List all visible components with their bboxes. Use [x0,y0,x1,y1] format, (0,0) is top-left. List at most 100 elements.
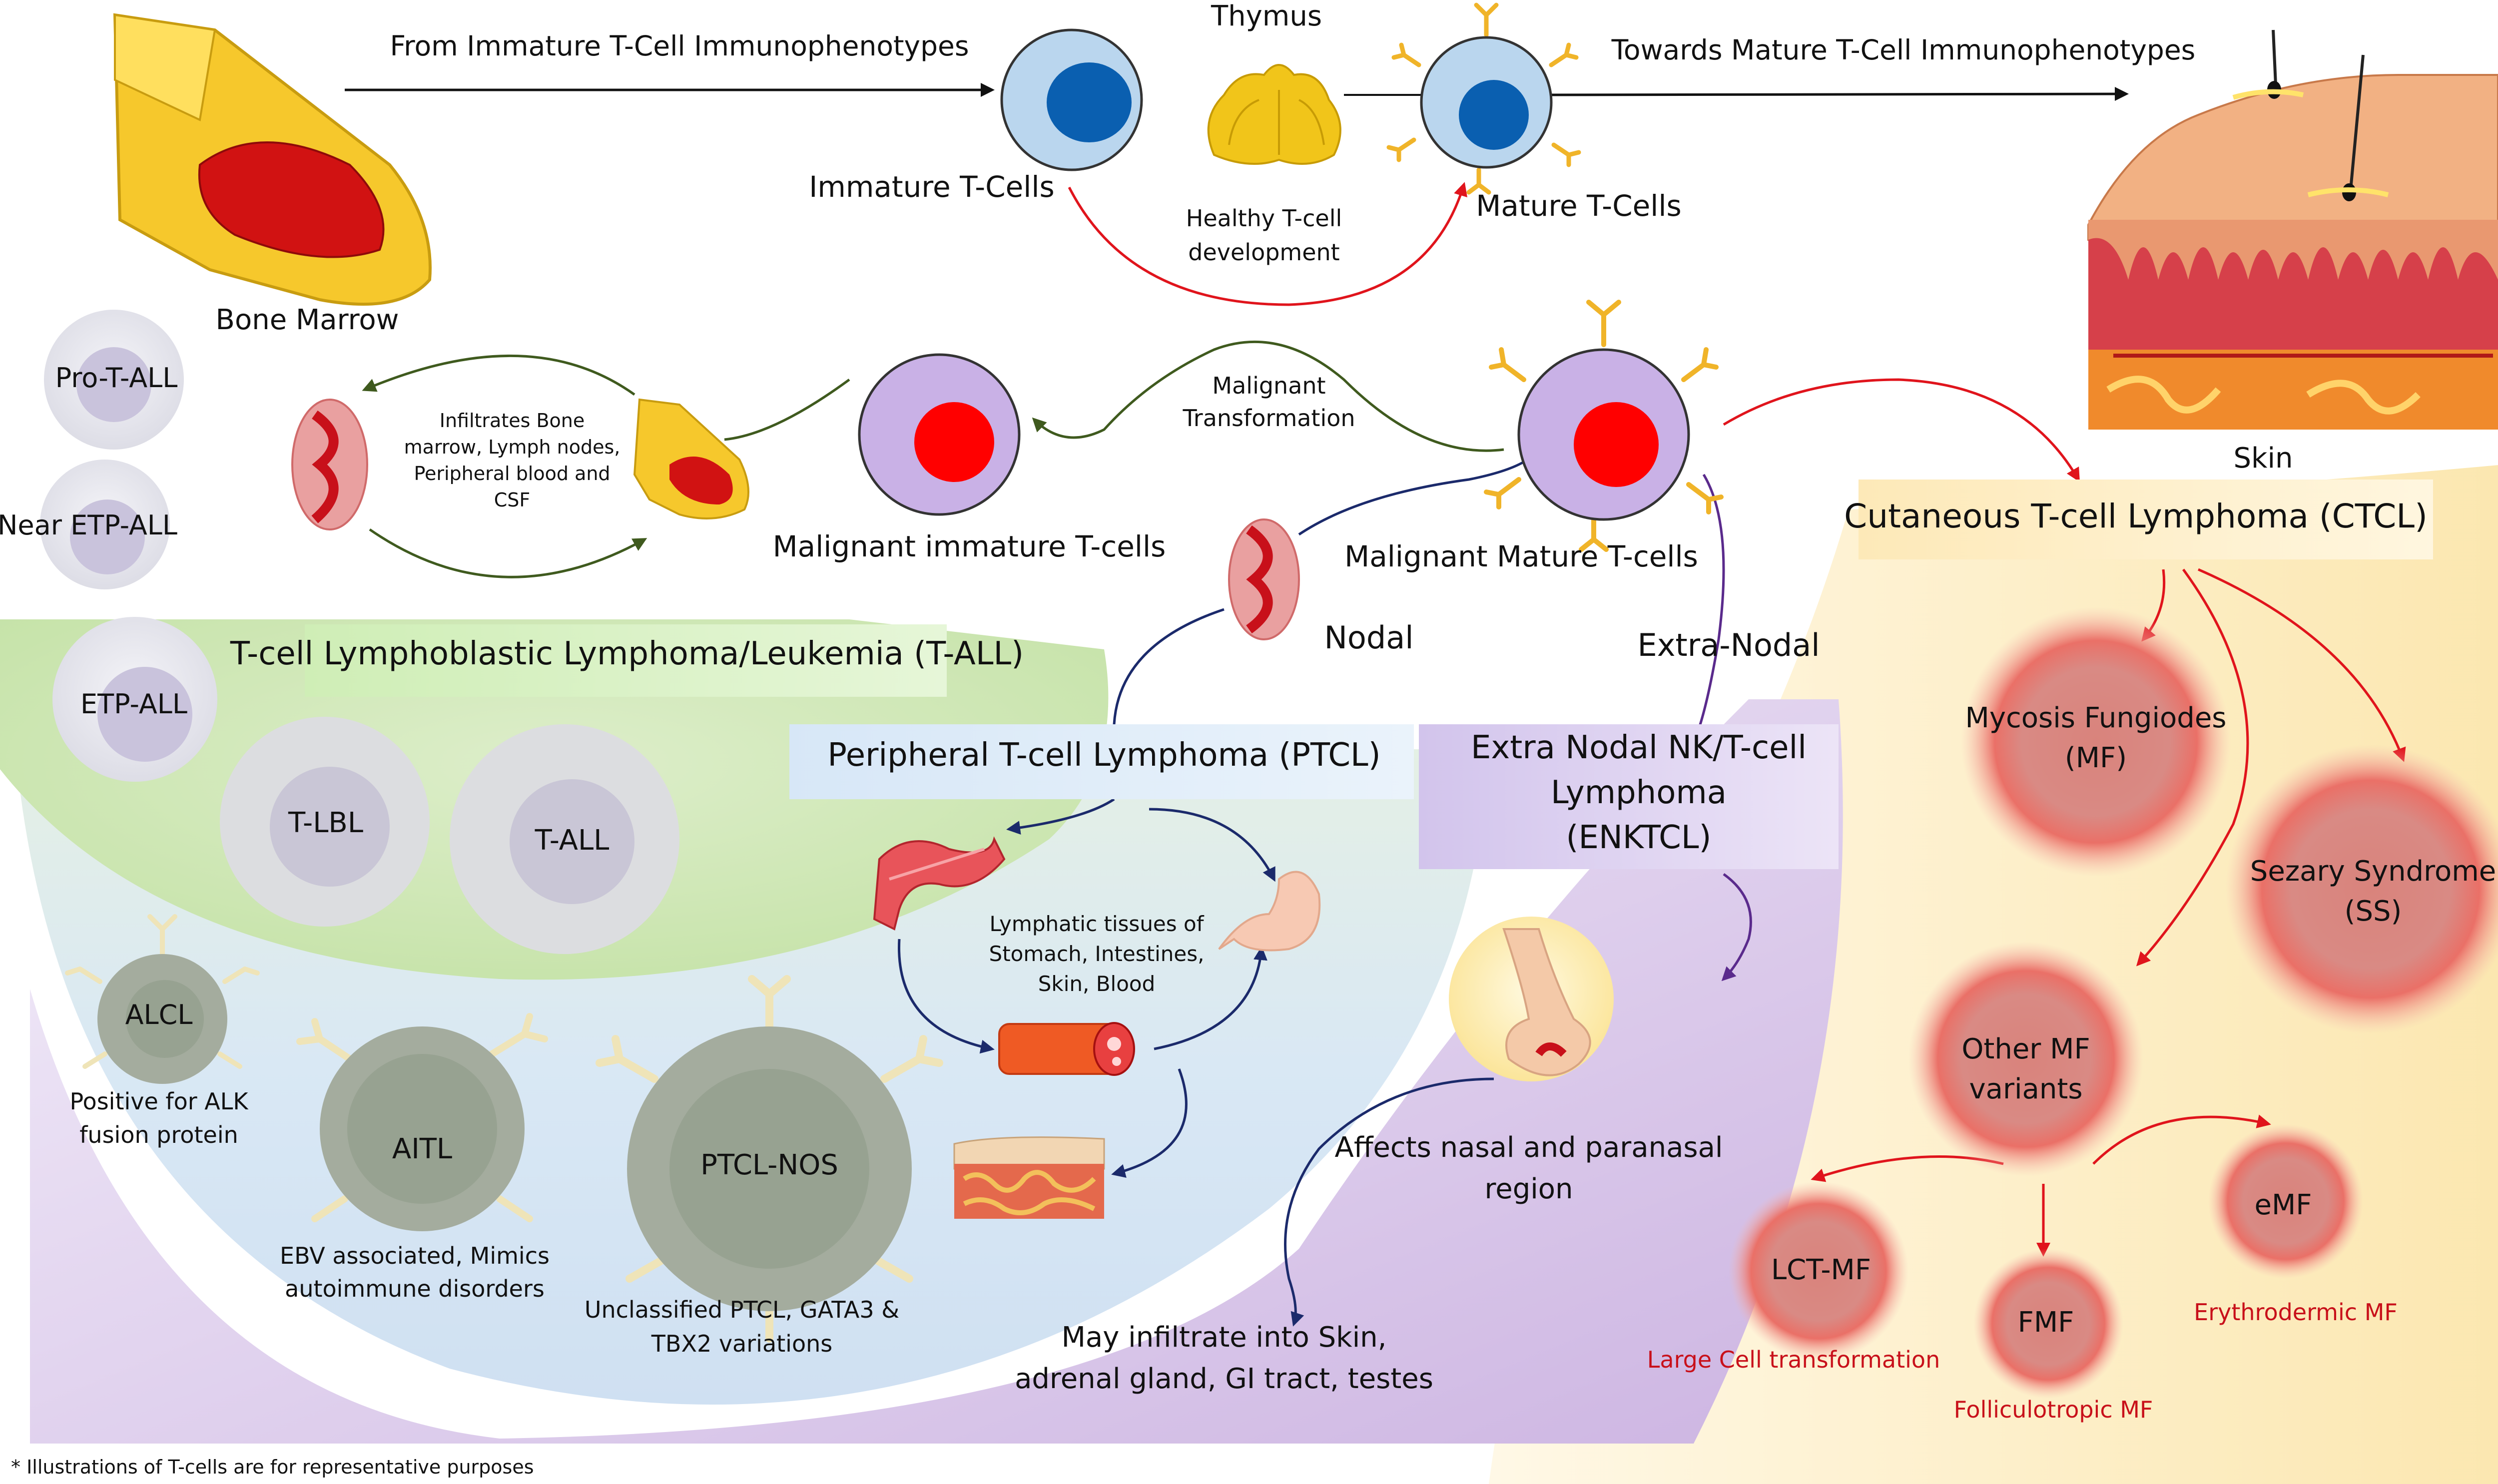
arrow-nodal-to-ptcl [1113,608,1225,725]
label-skin: Skin [2233,442,2293,475]
arrow-malignant-transformation [1032,340,1504,452]
mature-tcell-illustration [1386,2,1581,195]
lymph-node-left-illustration [291,399,368,530]
cell-pro-t-all [44,310,184,450]
label-from-immature: From Immature T-Cell Immunophenotypes [390,30,969,62]
arrow-ctcl-to-ss [2197,568,2406,762]
label-emf: eMF [2254,1189,2312,1221]
label-immature-tcells: Immature T-Cells [809,170,1055,204]
blob-fmf [1973,1249,2123,1399]
label-pro-t-all: Pro-T-ALL [55,362,178,394]
label-lct-note: Large Cell transformation [1647,1346,1940,1373]
arrow-enktcl-to-nose [1721,873,1752,982]
arrow-blood-to-skin [1111,1068,1188,1178]
blob-other [1908,942,2143,1176]
label-lymphatic-2: Stomach, Intestines, [989,942,1205,966]
label-lct: LCT-MF [1771,1254,1872,1286]
label-alcl-note-2: fusion protein [79,1121,238,1148]
arrow-nose-to-infiltrate [1284,1077,1494,1327]
label-lymphatic-3: Skin, Blood [1038,972,1156,996]
enktcl-title-2: Lymphoma [1551,774,1727,811]
label-other-2: variants [1969,1073,2083,1105]
enktcl-title-1: Extra Nodal NK/T-cell [1470,729,1807,766]
arrow-healthy-development [1068,182,1467,306]
arrow-infiltrate-bottom [369,528,647,578]
blob-mf [1961,607,2231,877]
cell-alcl [65,914,260,1084]
blob-ss [2226,744,2498,1034]
label-infiltrates-4: CSF [494,489,531,511]
cell-t-lbl [220,717,430,927]
label-alcl-note-1: Positive for ALK [69,1088,248,1115]
malignant-immature-cell-illustration [858,353,1021,516]
footnote: * Illustrations of T-cells are for repre… [11,1456,534,1478]
lymph-node-nodal-illustration [1228,518,1300,640]
ptcl-title: Peripheral T-cell Lymphoma (PTCL) [827,737,1381,774]
bone-marrow-illustration [113,13,432,306]
label-ptcl-nos-note-2: TBX2 variations [651,1330,833,1357]
arrow-ctcl-to-other [2136,568,2249,967]
bone-marrow-small-illustration [633,398,749,519]
label-fmf-note: Folliculotropic MF [1953,1396,2153,1423]
label-aitl-note-1: EBV associated, Mimics [280,1242,550,1269]
label-aitl: AITL [392,1133,453,1165]
label-infiltrates-3: Peripheral blood and [414,463,611,485]
label-infiltrates-1: Infiltrates Bone [439,410,585,432]
label-ss-2: (SS) [2344,895,2402,928]
blob-emf [2208,1124,2363,1279]
skin-illustration [2087,29,2498,430]
label-affects-1: Affects nasal and paranasal [1334,1131,1723,1164]
arrow-blood-to-stomach [1154,946,1267,1050]
arrow-nodal [1298,454,1535,536]
label-mature-tcells: Mature T-Cells [1476,189,1682,223]
arrow-infiltrate-top [362,354,635,396]
blob-lct [1729,1181,1908,1361]
ctcl-title-box [1859,480,2433,559]
label-t-all: T-ALL [535,824,610,857]
label-malignant-mature: Malignant Mature T-cells [1344,539,1698,573]
label-mf-2: (MF) [2064,742,2127,774]
tall-title-box [305,624,947,697]
label-ptcl-nos: PTCL-NOS [700,1149,838,1181]
arrow-towards-mature [1543,87,2129,101]
arrow-intestine-to-blood [898,939,995,1054]
ctcl-title: Cutaneous T-cell Lymphoma (CTCL) [1844,497,2428,535]
label-nodal: Nodal [1324,619,1414,656]
blood-vessel-illustration [998,1022,1135,1076]
label-healthy-dev-2: development [1188,239,1340,266]
malignant-mature-cell-illustration [1484,300,1724,552]
label-bone-marrow: Bone Marrow [215,304,399,336]
label-ss-1: Sezary Syndrome [2250,855,2497,888]
label-infiltrate-1: May infiltrate into Skin, [1061,1321,1387,1354]
skin-sample-illustration [953,1136,1105,1219]
label-near-etp-all: Near ETP-ALL [0,509,177,541]
label-t-lbl: T-LBL [288,807,364,839]
tall-title: T-cell Lymphoblastic Lymphoma/Leukemia (… [230,635,1024,672]
label-etp-all: ETP-ALL [80,688,187,720]
label-alcl: ALCL [125,999,193,1030]
cell-ptcl-nos [596,975,943,1343]
label-lymphatic-1: Lymphatic tissues of [989,912,1204,936]
thymus-illustration [1207,64,1341,165]
arrow-bm-to-malignant [724,378,850,441]
arrow-to-ctcl [1723,378,2080,483]
label-fmf: FMF [2017,1306,2074,1339]
cell-near-etp-all [40,460,170,589]
label-healthy-dev-1: Healthy T-cell [1186,205,1342,232]
label-aitl-note-2: autoimmune disorders [285,1275,545,1302]
enktcl-region [30,699,1843,1444]
cell-etp-all [52,617,217,782]
immature-tcell-illustration [1000,28,1143,171]
label-emf-note: Erythrodermic MF [2194,1299,2398,1326]
label-other-1: Other MF [1961,1033,2090,1065]
label-malignant-transformation-2: Transformation [1183,405,1355,432]
nose-illustration [1449,917,1614,1081]
label-infiltrate-2: adrenal gland, GI tract, testes [1015,1363,1433,1395]
cell-t-all [450,724,679,954]
label-malignant-immature: Malignant immature T-cells [772,529,1166,563]
label-mf-1: Mycosis Fungiodes [1965,702,2227,734]
label-malignant-transformation-1: Malignant [1212,372,1326,399]
label-ptcl-nos-note-1: Unclassified PTCL, GATA3 & [584,1296,900,1323]
enktcl-title-box [1419,724,1839,869]
